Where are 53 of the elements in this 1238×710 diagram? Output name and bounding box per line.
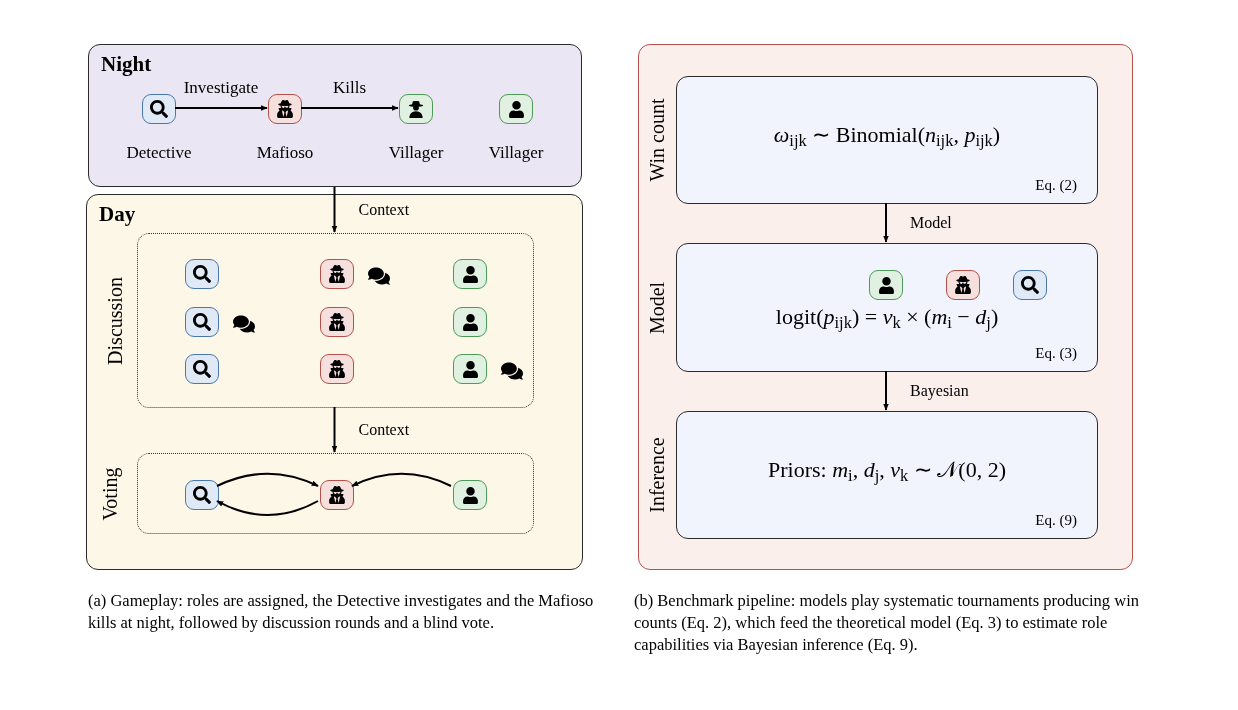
equation-reference: Eq. (3) <box>1035 346 1077 361</box>
arrow <box>216 472 319 487</box>
edge-label: Investigate <box>183 79 259 96</box>
arrow <box>300 105 399 111</box>
edge-label: Kills <box>332 79 367 96</box>
role-tile <box>185 480 219 510</box>
role-tile <box>1013 270 1047 300</box>
panel-heading: Night <box>101 51 152 78</box>
arrow <box>174 105 268 111</box>
edge-label: Bayesian <box>910 382 969 399</box>
role-tile <box>142 94 176 124</box>
role-tile <box>453 354 487 384</box>
group-label: Voting <box>100 467 120 520</box>
arrow <box>351 472 452 487</box>
role-tile <box>499 94 533 124</box>
panel <box>638 44 1133 570</box>
role-tile <box>320 480 354 510</box>
equation-reference: Eq. (2) <box>1035 178 1077 193</box>
edge-label: Model <box>910 214 952 231</box>
role-tile <box>399 94 433 124</box>
panel-heading: Day <box>99 201 136 228</box>
figure-caption: (a) Gameplay: roles are assigned, the Detective investigates and the Mafioso kills at night, followed by discussion rounds and a blind vote. <box>88 590 595 634</box>
role-tile <box>453 259 487 289</box>
role-tile <box>185 354 219 384</box>
arrow <box>883 370 889 411</box>
arrow <box>216 500 319 516</box>
arrow <box>331 406 338 453</box>
role-label: Detective <box>126 144 192 161</box>
edge-label: Context <box>358 201 410 218</box>
role-tile <box>320 307 354 337</box>
role-label: Villager <box>488 144 544 161</box>
panel <box>86 194 583 570</box>
equation-reference: Eq. (9) <box>1035 513 1077 528</box>
role-label: Villager <box>388 144 444 161</box>
role-tile <box>869 270 903 300</box>
role-tile <box>185 259 219 289</box>
role-tile <box>268 94 302 124</box>
edge-label: Context <box>358 421 410 438</box>
role-tile <box>185 307 219 337</box>
role-tile <box>946 270 980 300</box>
group-label: Discussion <box>105 276 125 365</box>
arrow <box>883 202 889 243</box>
role-tile <box>320 354 354 384</box>
role-label: Mafioso <box>256 144 314 161</box>
panel <box>88 44 582 187</box>
arrow <box>331 186 338 233</box>
figure-caption: (b) Benchmark pipeline: models play systematic tournaments producing win counts (Eq. 2), which feed the theoretical model (Eq. 3) to estimate role capabilities via Bayesian inference (Eq. 9). <box>634 590 1139 656</box>
stage-label: Win count <box>647 98 667 182</box>
role-tile <box>453 480 487 510</box>
stage-label: Inference <box>647 437 667 513</box>
role-tile <box>453 307 487 337</box>
stage-label: Model <box>647 281 667 334</box>
role-tile <box>320 259 354 289</box>
